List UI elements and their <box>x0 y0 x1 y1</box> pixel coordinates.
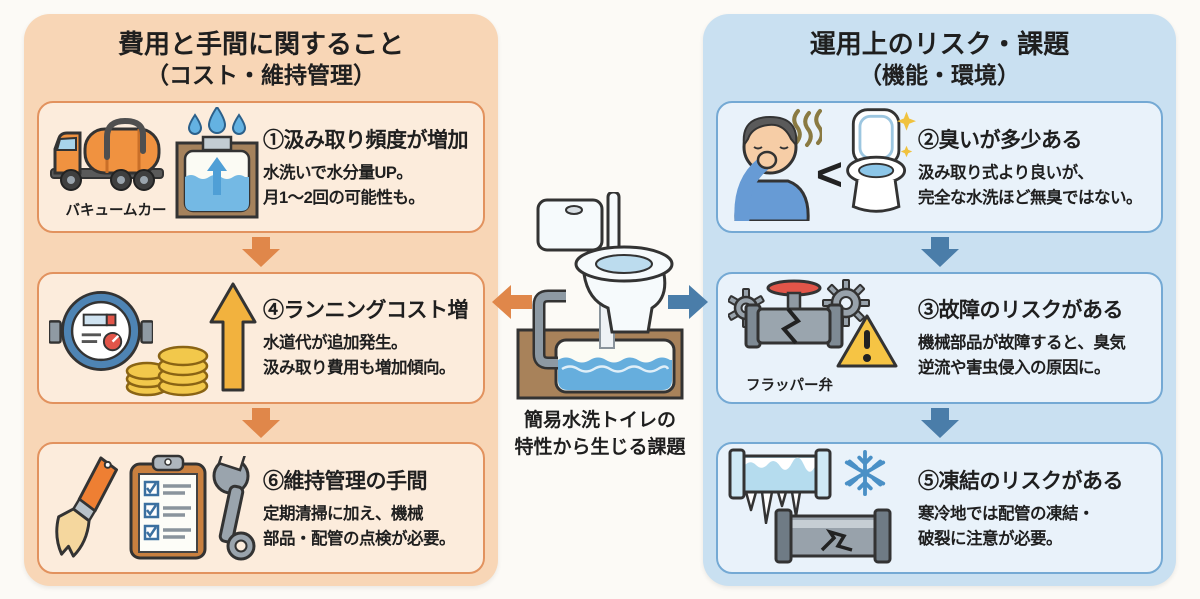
card6-body: 寒冷地では配管の凍結・ 破裂に注意が必要。 <box>918 504 1095 548</box>
coins-icon <box>125 345 209 396</box>
smell-lines-icon <box>792 109 822 148</box>
card4-title: ②臭いが多少ある <box>918 129 1083 152</box>
down-arrow-icon <box>920 407 959 438</box>
flapper-valve-label: フラッパー弁 <box>746 377 833 394</box>
card6-icon-zone <box>728 444 916 572</box>
down-arrow-icon <box>242 237 280 268</box>
left-flow-arrow-1 <box>37 233 485 271</box>
card5-title: ③故障のリスクがある <box>918 299 1124 323</box>
warning-triangle-icon <box>836 314 898 368</box>
wrench-icon <box>212 456 256 561</box>
card2-body: 水道代が追加発生。 汲み取り費用も増加傾向。 <box>263 334 456 378</box>
left-panel-cost: 費用と手間に関すること （コスト・維持管理） <box>24 14 498 586</box>
water-meter-icon <box>49 290 153 371</box>
left-panel-title-line2: （コスト・維持管理） <box>146 61 376 88</box>
card-breakdown-risk: フラッパー弁 ③故障のリスクがある 機械部品が故障すると、臭気 逆流や害虫侵入の… <box>716 271 1163 404</box>
up-arrow-icon <box>209 282 257 392</box>
card6-title: ⑤凍結のリスクがある <box>918 469 1124 493</box>
card3-text-zone: ⑥維持管理の手間 定期清掃に加え、機械 部品・配管の点検が必要。 <box>261 465 475 552</box>
snowflake-icon <box>844 450 886 496</box>
less-than-sign: < <box>816 148 843 201</box>
card2-text-zone: ④ランニングコスト増 水道代が追加発生。 汲み取り費用も増加傾向。 <box>261 294 475 381</box>
card-maintenance-effort: ⑥維持管理の手間 定期清掃に加え、機械 部品・配管の点検が必要。 <box>37 442 485 574</box>
vacuum-truck-icon <box>50 118 164 192</box>
card1-icon-zone: バキュームカー <box>49 103 261 231</box>
left-panel-title: 費用と手間に関すること （コスト・維持管理） <box>37 28 485 89</box>
right-panel-title-line2: （機能・環境） <box>859 61 1020 88</box>
card6-text-zone: ⑤凍結のリスクがある 寒冷地では配管の凍結・ 破裂に注意が必要。 <box>916 465 1153 552</box>
card1-text-zone: ①汲み取り頻度が増加 水洗いで水分量UP。 月1〜2回の可能性も。 <box>261 124 475 211</box>
right-panel-title-line1: 運用上のリスク・課題 <box>809 29 1070 59</box>
card5-body: 機械部品が故障すると、臭気 逆流や害虫侵入の原因に。 <box>918 334 1126 378</box>
right-flow-arrow-1 <box>716 233 1163 271</box>
right-flow-arrow-2 <box>716 404 1163 442</box>
card5-icon-zone: フラッパー弁 <box>728 274 916 402</box>
card2-title: ④ランニングコスト増 <box>263 299 469 323</box>
broken-flapper-valve-icon <box>728 278 898 368</box>
card4-body: 汲み取り式より良いが、 完全な水洗ほど無臭ではない。 <box>918 164 1143 207</box>
center-caption: 簡易水洗トイレの 特性から生じる課題 <box>514 410 686 458</box>
card1-body: 水洗いで水分量UP。 月1〜2回の可能性も。 <box>263 164 425 207</box>
left-flow-arrow-2 <box>37 404 485 442</box>
vacuum-truck-label: バキュームカー <box>65 203 167 220</box>
card-pumping-frequency: バキュームカー ①汲み取り頻度が増加 水洗いで水分量UP。 月1〜2回の可能性も… <box>37 101 485 234</box>
card4-icon-zone: < <box>728 103 916 231</box>
sparkling-toilet-icon <box>846 108 916 214</box>
card4-text-zone: ②臭いが多少ある 汲み取り式より良いが、 完全な水洗ほど無臭ではない。 <box>916 124 1153 211</box>
orange-left-arrow-icon <box>492 285 532 319</box>
card-odor: < ②臭いが多少ある 汲み取り式より良いが、 完全な水洗ほど無臭ではない。 <box>716 101 1163 234</box>
card1-title: ①汲み取り頻度が増加 <box>263 129 469 152</box>
water-drops-icon <box>187 113 203 136</box>
card3-body: 定期清掃に加え、機械 部品・配管の点検が必要。 <box>263 504 456 548</box>
brush-icon <box>55 456 119 558</box>
man-pinching-nose-icon <box>734 109 822 222</box>
card3-icon-zone <box>49 444 261 572</box>
card3-title: ⑥維持管理の手間 <box>263 469 428 493</box>
card-running-cost: ④ランニングコスト増 水道代が追加発生。 汲み取り費用も増加傾向。 <box>37 271 485 404</box>
right-panel-title: 運用上のリスク・課題 （機能・環境） <box>716 28 1163 89</box>
checklist-clipboard-icon <box>129 454 207 560</box>
sparkle-icon <box>897 111 916 158</box>
card-freezing-risk: ⑤凍結のリスクがある 寒冷地では配管の凍結・ 破裂に注意が必要。 <box>716 442 1163 574</box>
right-panel-risks: 運用上のリスク・課題 （機能・環境） <box>703 14 1176 586</box>
blue-right-arrow-icon <box>668 285 708 319</box>
cracked-pipe-icon <box>774 508 892 564</box>
simple-flush-toilet-cross-section-icon <box>516 192 684 400</box>
left-panel-title-line1: 費用と手間に関すること <box>117 29 404 59</box>
card5-text-zone: ③故障のリスクがある 機械部品が故障すると、臭気 逆流や害虫侵入の原因に。 <box>916 294 1153 381</box>
frozen-pipe-icon <box>728 448 832 524</box>
down-arrow-icon <box>242 407 280 438</box>
septic-tank-water-icon <box>175 107 259 219</box>
card2-icon-zone <box>49 274 261 402</box>
down-arrow-icon <box>920 237 959 268</box>
